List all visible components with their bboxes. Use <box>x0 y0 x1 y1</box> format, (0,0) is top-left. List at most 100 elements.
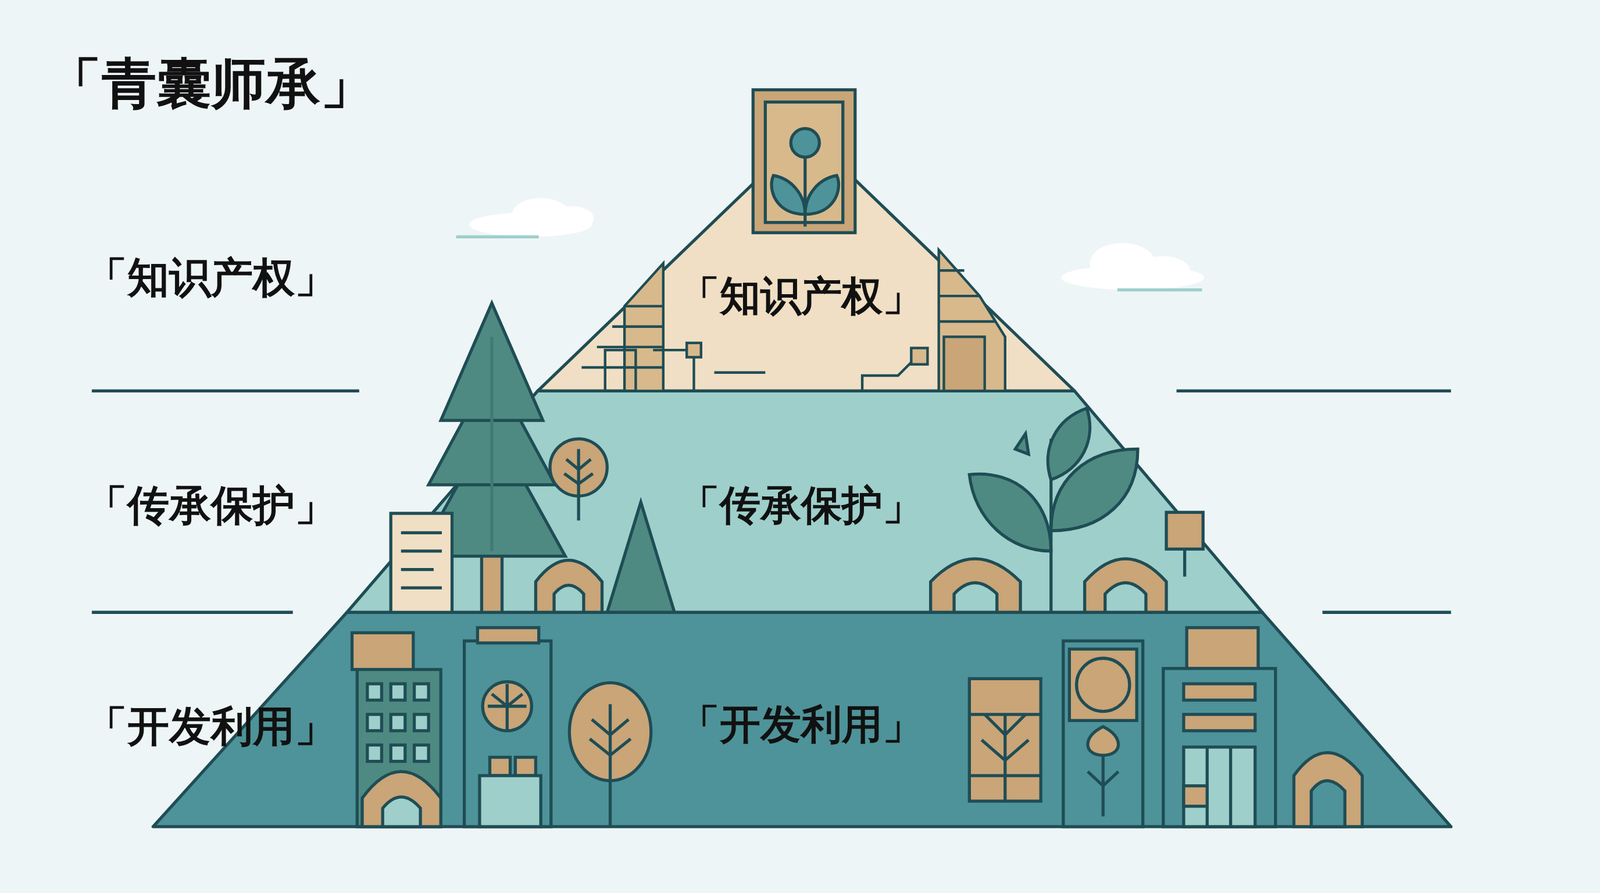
building <box>489 757 510 777</box>
side-label: 「开发利用」 <box>85 701 337 752</box>
seal-box <box>752 89 856 233</box>
building <box>1069 648 1137 721</box>
document-box <box>401 531 442 535</box>
building <box>414 714 430 731</box>
building <box>969 678 1041 802</box>
cloud-line <box>456 235 539 239</box>
round-tree <box>566 459 579 470</box>
building <box>1076 658 1130 712</box>
document-box <box>390 513 452 613</box>
building <box>969 773 1041 777</box>
divider-line <box>1322 611 1452 614</box>
pyramid-band <box>537 132 1075 391</box>
dome-hut <box>930 558 1021 613</box>
band-label: 「传承保护」 <box>679 480 924 530</box>
diagram-title: 「青囊师承」 <box>47 51 375 117</box>
cloud <box>548 206 594 231</box>
round-tree <box>564 473 580 485</box>
building <box>1063 640 1144 827</box>
building <box>367 683 429 762</box>
band-decoration <box>692 356 695 391</box>
dome-hut <box>535 560 602 613</box>
building <box>464 640 552 827</box>
building <box>1183 747 1256 827</box>
building <box>1229 747 1232 827</box>
divider-line <box>91 389 360 393</box>
document-box <box>401 586 442 589</box>
seal-box <box>803 156 807 227</box>
dome-hut <box>1105 582 1146 613</box>
round-tree <box>578 459 591 470</box>
leaf-plant <box>1015 433 1029 455</box>
building <box>390 744 406 762</box>
pyramid-band: 「开发利用」 <box>673 696 930 753</box>
building <box>479 775 541 827</box>
leaf-plant <box>1183 548 1187 577</box>
building <box>390 683 406 700</box>
building <box>414 683 430 700</box>
band-decoration <box>938 250 1006 391</box>
building <box>969 712 1041 716</box>
building <box>1183 786 1207 807</box>
building <box>1163 668 1276 827</box>
building <box>1183 683 1256 700</box>
building <box>414 744 430 762</box>
band-decoration <box>597 345 664 349</box>
band-decoration <box>624 304 664 307</box>
building <box>382 797 421 827</box>
building <box>1293 752 1363 827</box>
building <box>589 704 631 827</box>
pyramid-band <box>152 132 1451 827</box>
band-decoration <box>911 348 928 365</box>
band-decoration <box>938 320 996 323</box>
band-decoration <box>943 336 985 391</box>
pine-tree <box>418 302 675 613</box>
divider-line <box>1176 389 1452 393</box>
building <box>1311 780 1345 827</box>
band-decoration <box>581 366 663 369</box>
seal-box <box>805 175 839 215</box>
building <box>1186 627 1259 669</box>
building <box>487 683 527 730</box>
building <box>1087 726 1119 756</box>
dome-hut <box>535 558 1167 613</box>
pyramid-band: 「知识产权」 <box>673 268 930 324</box>
document-box <box>390 513 452 613</box>
leaf-plant <box>1166 512 1203 549</box>
building <box>356 669 441 827</box>
band-decoration <box>612 325 664 328</box>
round-tree <box>550 438 607 521</box>
building <box>1183 714 1256 731</box>
band-decoration <box>581 250 1005 391</box>
building <box>390 714 406 731</box>
leaf-plant <box>1047 408 1090 480</box>
cloud-line <box>1117 288 1203 292</box>
building <box>1087 755 1119 817</box>
pine-tree <box>481 551 502 613</box>
building <box>367 714 382 731</box>
band-decoration <box>686 343 702 358</box>
pine-tree <box>490 336 494 552</box>
dome-hut <box>1084 558 1167 613</box>
building <box>981 714 1029 802</box>
band-decoration <box>714 371 766 374</box>
dome-hut <box>954 582 998 613</box>
band-decoration <box>605 350 637 391</box>
round-tree <box>578 473 594 485</box>
building <box>477 627 539 644</box>
band-decoration <box>862 362 912 391</box>
building <box>367 683 382 700</box>
seal-box <box>790 128 820 157</box>
leaf-plant <box>969 408 1203 613</box>
seal-box <box>752 89 856 233</box>
pyramid-band: 「传承保护」 <box>673 477 930 534</box>
band-decoration <box>938 294 980 298</box>
building <box>352 627 1363 827</box>
pyramid-band <box>152 612 1451 827</box>
cloud <box>1136 256 1190 285</box>
leaf-plant <box>969 473 1051 552</box>
building <box>352 632 414 670</box>
band-decoration <box>938 269 965 272</box>
document-box <box>401 549 442 553</box>
